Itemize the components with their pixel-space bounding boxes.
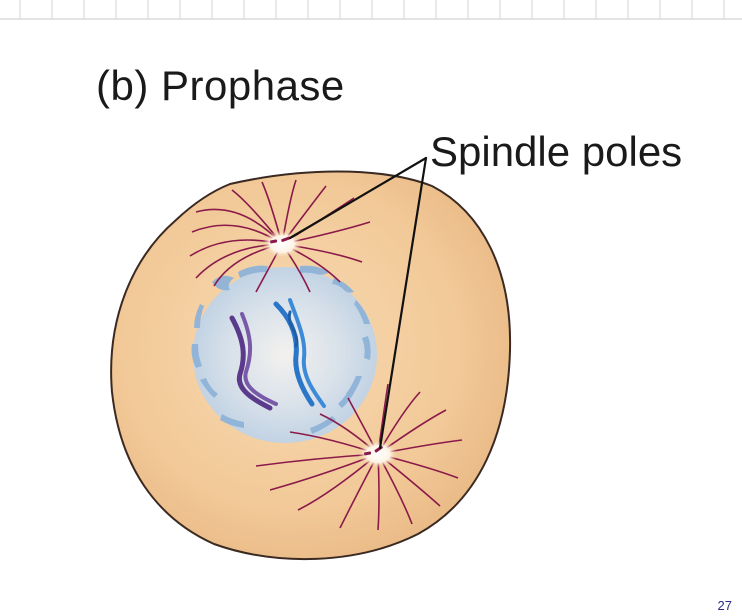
chromosome-purple — [229, 312, 278, 411]
chromosome-blue — [273, 298, 326, 408]
lower-spindle-pole — [358, 440, 398, 468]
callout-leader-lines — [288, 156, 428, 450]
page-number: 27 — [717, 598, 732, 613]
figure-title: (b) Prophase — [96, 62, 345, 109]
spindle-poles-label: Spindle poles — [430, 128, 683, 175]
top-grid-strip — [0, 0, 742, 20]
nucleus — [191, 265, 377, 443]
